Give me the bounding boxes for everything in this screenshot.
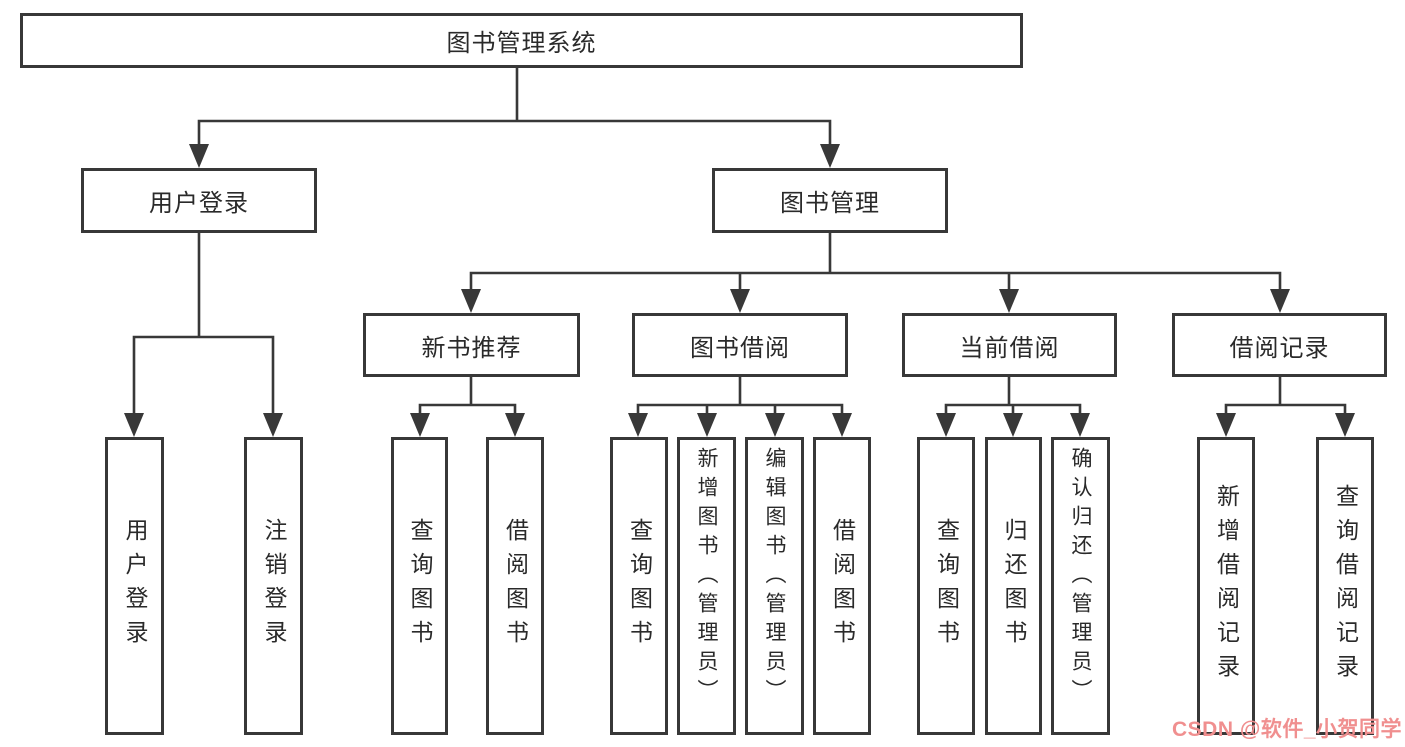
connector-current-borrow — [944, 375, 1082, 418]
arrowheads — [124, 144, 1355, 437]
node-confirm-return-admin: 确认归还（管理员） — [1051, 437, 1110, 735]
node-book-borrow: 图书借阅 — [632, 313, 848, 377]
node-logout-leaf: 注销登录 — [244, 437, 303, 735]
node-borrow-books-leaf: 借阅图书 — [813, 437, 871, 735]
connector-new-book — [418, 375, 517, 418]
watermark: CSDN @软件_小贺同学 — [1172, 718, 1402, 741]
connector-book-borrow — [636, 375, 844, 418]
node-add-book-admin: 新增图书（管理员） — [677, 437, 736, 735]
node-book-management: 图书管理 — [712, 168, 948, 233]
node-root: 图书管理系统 — [20, 13, 1023, 68]
node-query-books-recommend: 查询图书 — [391, 437, 448, 735]
connector-book-management — [469, 231, 1282, 294]
connector-borrow-records — [1224, 375, 1347, 418]
node-user-login-leaf: 用户登录 — [105, 437, 164, 735]
node-borrow-books-recommend: 借阅图书 — [486, 437, 544, 735]
node-return-book: 归还图书 — [985, 437, 1042, 735]
node-edit-book-admin: 编辑图书（管理员） — [745, 437, 804, 735]
node-user-login: 用户登录 — [81, 168, 317, 233]
node-add-borrow-record: 新增借阅记录 — [1197, 437, 1255, 735]
connector-root — [197, 66, 832, 152]
node-borrow-records: 借阅记录 — [1172, 313, 1387, 377]
node-query-borrow-record: 查询借阅记录 — [1316, 437, 1374, 735]
connector-user-login — [132, 231, 275, 418]
node-query-books-current: 查询图书 — [917, 437, 975, 735]
node-current-borrow: 当前借阅 — [902, 313, 1117, 377]
node-new-book-recommend: 新书推荐 — [363, 313, 580, 377]
node-query-books-borrow: 查询图书 — [610, 437, 668, 735]
